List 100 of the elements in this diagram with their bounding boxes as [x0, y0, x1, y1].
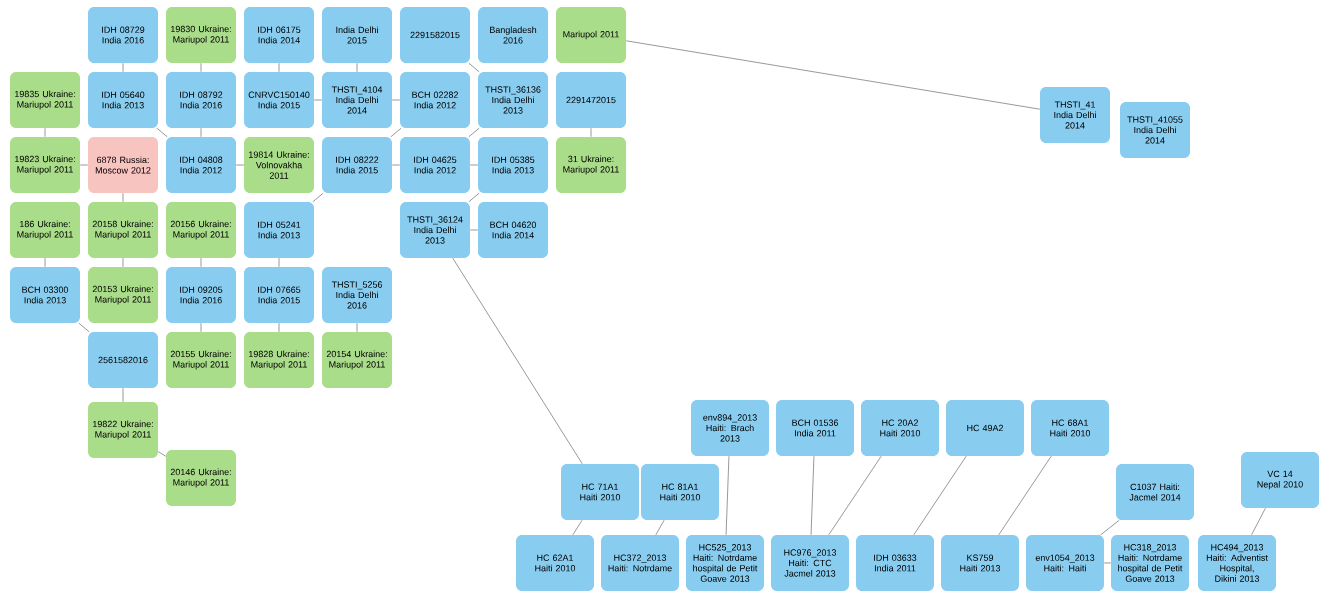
connector [469, 164, 479, 166]
connector [1100, 519, 1120, 536]
network-node: HC 49A2 [946, 400, 1024, 456]
connector [913, 455, 967, 536]
connector [200, 322, 202, 333]
network-node: 20153 Ukraine: Mariupol 2011 [88, 267, 158, 323]
network-node: 20146 Ukraine: Mariupol 2011 [166, 450, 236, 506]
connector [469, 229, 479, 231]
network-node: Mariupol 2011 [556, 7, 626, 63]
connector [44, 127, 46, 138]
connector [278, 322, 280, 333]
connector [122, 387, 124, 403]
network-node: 20158 Ukraine: Mariupol 2011 [88, 202, 158, 258]
network-node: IDH 07665 India 2015 [244, 267, 314, 323]
network-node: CNRVC150140 India 2015 [244, 72, 314, 128]
connector [44, 257, 46, 268]
connector [278, 257, 280, 268]
network-node: IDH 03633 India 2011 [856, 535, 934, 591]
network-node: HC 71A1 Haiti 2010 [561, 464, 639, 520]
network-node: THSTI_4104 India Delhi 2014 [322, 72, 392, 128]
network-node: 20156 Ukraine: Mariupol 2011 [166, 202, 236, 258]
network-node: 6878 Russia: Moscow 2012 [88, 137, 158, 193]
network-node: 186 Ukraine: Mariupol 2011 [10, 202, 80, 258]
network-node: HC525_2013 Haiti: Notrdame hospital de Petit Goave 2013 [686, 535, 764, 591]
connector [998, 455, 1052, 536]
network-node: IDH 06175 India 2014 [244, 7, 314, 63]
connector [313, 99, 323, 101]
node-label: HC 71A1 Haiti 2010 [580, 483, 621, 501]
network-node: HC 68A1 Haiti 2010 [1031, 400, 1109, 456]
network-node: BCH 01536 India 2011 [776, 400, 854, 456]
connector [468, 62, 480, 73]
network-node: 2291472015 [556, 72, 626, 128]
connector [590, 127, 592, 138]
network-node: IDH 04808 India 2012 [166, 137, 236, 193]
network-node: 31 Ukraine: Mariupol 2011 [556, 137, 626, 193]
network-node: env1054_2013 Haiti: Haiti [1026, 535, 1104, 591]
network-node: BCH 02282 India 2012 [400, 72, 470, 128]
network-node: HC976_2013 Haiti: CTC Jacmel 2013 [771, 535, 849, 591]
network-node: 19823 Ukraine: Mariupol 2011 [10, 137, 80, 193]
network-node: 2291582015 [400, 7, 470, 63]
connector [200, 127, 202, 138]
network-node: BCH 04620 India 2014 [478, 202, 548, 258]
network-node: Bangladesh 2016 [478, 7, 548, 63]
network-node: IDH 04625 India 2012 [400, 137, 470, 193]
network-node: 2561582016 [88, 332, 158, 388]
network-node: HC318_2013 Haiti: Notrdame hospital de Petit Goave 2013 [1111, 535, 1189, 591]
connector [356, 322, 358, 333]
connector [200, 257, 202, 268]
network-node: THSTI_5256 India Delhi 2016 [322, 267, 392, 323]
network-node: THSTI_41 India Delhi 2014 [1040, 87, 1110, 143]
network-node: 19830 Ukraine: Mariupol 2011 [166, 7, 236, 63]
network-node: THSTI_36124 India Delhi 2013 [400, 202, 470, 258]
network-node: IDH 05385 India 2013 [478, 137, 548, 193]
connector [452, 257, 583, 465]
connector [1103, 562, 1112, 564]
network-node: 20154 Ukraine: Mariupol 2011 [322, 332, 392, 388]
network-node: HC 81A1 Haiti 2010 [641, 464, 719, 520]
connector [79, 164, 89, 166]
connector [391, 99, 401, 101]
network-node: IDH 08792 India 2016 [166, 72, 236, 128]
network-node: IDH 05640 India 2013 [88, 72, 158, 128]
connector [312, 192, 324, 203]
connector [157, 451, 167, 457]
connector [391, 164, 401, 166]
network-node: C1037 Haiti: Jacmel 2014 [1116, 464, 1194, 520]
network-node: BCH 03300 India 2013 [10, 267, 80, 323]
connector [122, 192, 124, 203]
network-node: HC494_2013 Haiti: Adventist Hospital, Dikini 2013 [1198, 535, 1276, 591]
node-label: HC 81A1 Haiti 2010 [660, 483, 701, 501]
connector [156, 127, 168, 138]
network-node: THSTI_36136 India Delhi 2013 [478, 72, 548, 128]
network-node: HC 20A2 Haiti 2010 [861, 400, 939, 456]
connector [725, 455, 730, 536]
connector [625, 40, 1041, 110]
connector [1251, 507, 1266, 536]
connector [235, 164, 245, 166]
connector [572, 519, 583, 536]
connector [655, 519, 665, 536]
network-node: 20155 Ukraine: Mariupol 2011 [166, 332, 236, 388]
network-node: HC 62A1 Haiti 2010 [516, 535, 594, 591]
network-node: 19814 Ukraine: Volnovakha 2011 [244, 137, 314, 193]
network-node: IDH 05241 India 2013 [244, 202, 314, 258]
connector [122, 257, 124, 268]
network-node: IDH 08729 India 2016 [88, 7, 158, 63]
connector [810, 455, 815, 536]
connector [278, 62, 280, 73]
connector [468, 127, 480, 138]
connector [122, 62, 124, 73]
network-node: 19822 Ukraine: Mariupol 2011 [88, 402, 158, 458]
network-node: VC 14 Nepal 2010 [1241, 452, 1319, 508]
network-node: IDH 09205 India 2016 [166, 267, 236, 323]
network-node: KS759 Haiti 2013 [941, 535, 1019, 591]
network-node: 19835 Ukraine: Mariupol 2011 [10, 72, 80, 128]
network-node: env894_2013 Haiti: Brach 2013 [691, 400, 769, 456]
network-node: 19828 Ukraine: Mariupol 2011 [244, 332, 314, 388]
connector [828, 455, 882, 536]
connector [356, 62, 358, 73]
connector [390, 127, 402, 138]
network-node: THSTI_41055 India Delhi 2014 [1120, 102, 1190, 158]
connector [468, 192, 480, 203]
